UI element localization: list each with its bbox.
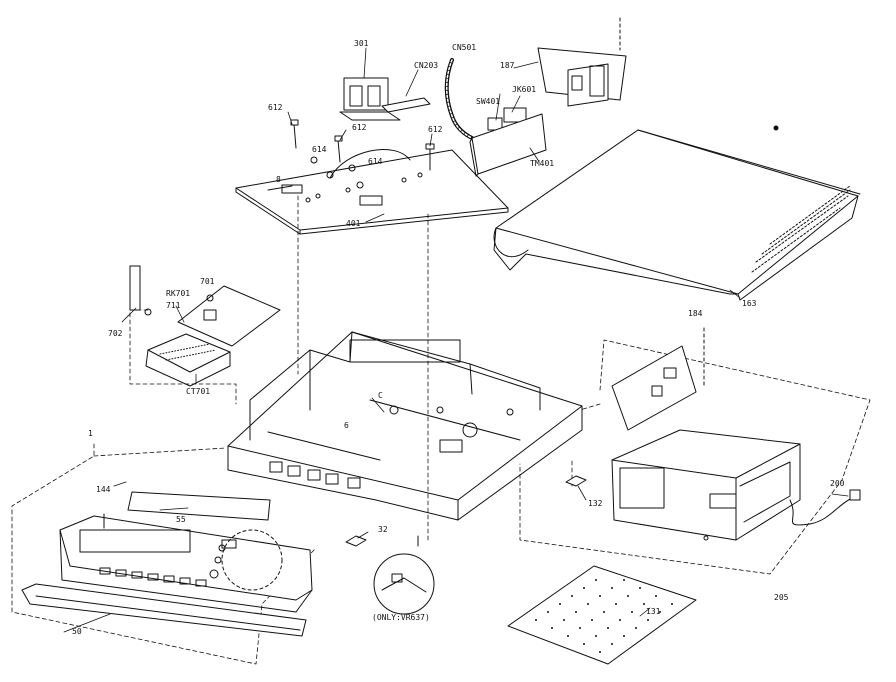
label-301: 301 — [354, 39, 369, 48]
detail-circle — [373, 553, 435, 615]
label-184: 184 — [688, 309, 703, 318]
label-tm401: TM401 — [530, 159, 555, 168]
side-pcb-701 — [129, 265, 281, 387]
bottom-plate-131 — [507, 565, 697, 665]
transformer-301 — [339, 77, 401, 121]
label-rk701: RK701 — [166, 289, 191, 298]
top-cover-163 — [493, 125, 861, 301]
rear-bracket-assembly — [611, 327, 861, 541]
label-50: 50 — [72, 627, 82, 636]
label-702: 702 — [108, 329, 123, 338]
label-701: 701 — [200, 277, 215, 286]
label-ct701: CT701 — [186, 387, 211, 396]
foot-parts — [345, 475, 587, 547]
label-131: 131 — [646, 607, 661, 616]
label-sw401: SW401 — [476, 97, 501, 106]
label-6: 6 — [344, 421, 349, 430]
jack-jk601 — [503, 107, 527, 123]
label-614-b: 614 — [368, 157, 383, 166]
label-612-a: 612 — [268, 103, 283, 112]
chassis-frame — [227, 331, 583, 521]
terminal-tm401 — [469, 113, 547, 177]
label-32: 32 — [378, 525, 388, 534]
screw-set — [290, 119, 435, 172]
assembly-guide-lines — [11, 195, 871, 665]
label-cn501: CN501 — [452, 43, 477, 52]
label-205: 205 — [774, 593, 789, 602]
label-55: 55 — [176, 515, 186, 524]
rear-bracket-187 — [537, 17, 627, 107]
label-612-b: 612 — [352, 123, 367, 132]
cable-cn501 — [444, 58, 474, 140]
label-200: 200 — [830, 479, 845, 488]
label-c: C — [378, 391, 383, 400]
label-187: 187 — [500, 61, 515, 70]
label-612-c: 612 — [428, 125, 443, 134]
label-132: 132 — [588, 499, 603, 508]
main-pcb — [235, 149, 509, 235]
label-711: 711 — [166, 301, 181, 310]
connector-cn203 — [381, 97, 431, 113]
label-8: 8 — [276, 175, 281, 184]
label-401: 401 — [346, 219, 361, 228]
front-panel-assembly — [21, 491, 313, 637]
label-144: 144 — [96, 485, 111, 494]
label-only-vr637: (ONLY:VR637) — [372, 613, 430, 622]
label-163: 163 — [742, 299, 757, 308]
leader-lines — [63, 47, 849, 633]
label-jk601: JK601 — [512, 85, 537, 94]
label-1: 1 — [88, 429, 93, 438]
label-614-a: 614 — [312, 145, 327, 154]
label-cn203: CN203 — [414, 61, 439, 70]
